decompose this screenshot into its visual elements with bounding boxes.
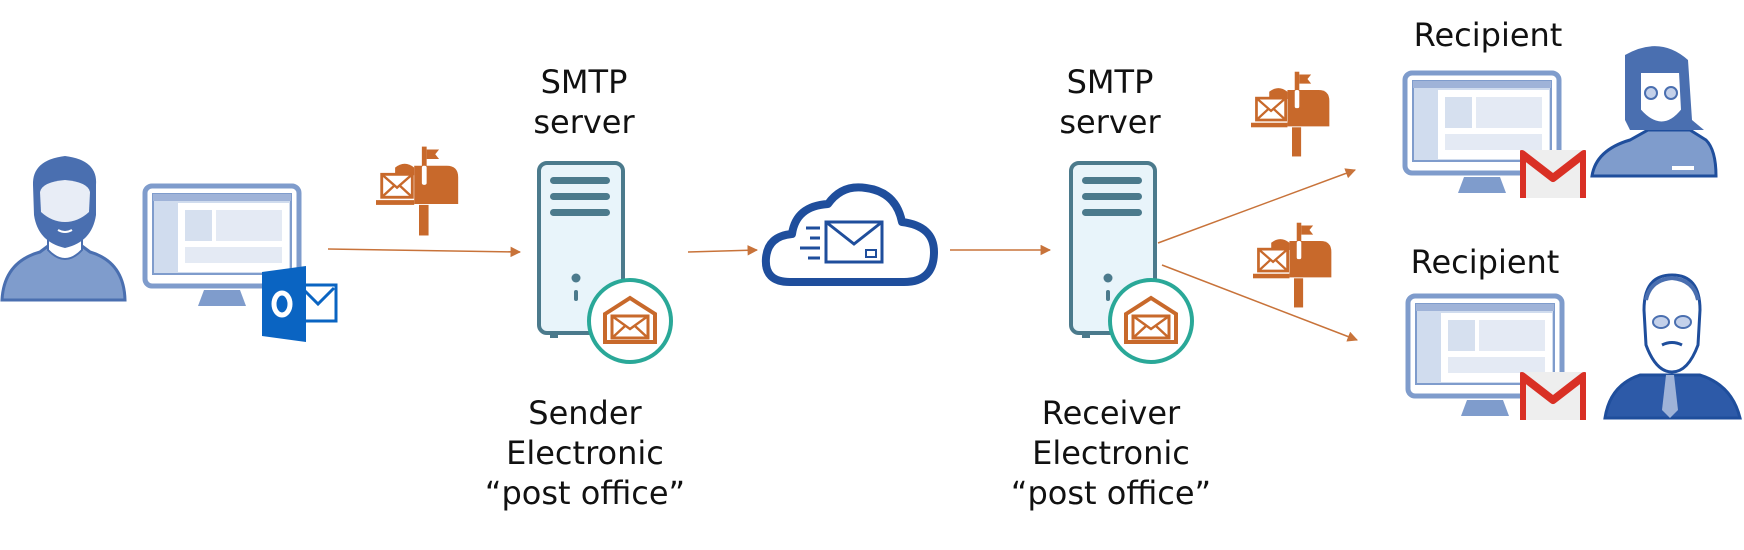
arrow-to-recipient-1 [1157, 168, 1356, 244]
label-line: SMTP [540, 63, 628, 101]
mailbox-icon [376, 146, 460, 237]
arrow-to-recipient-2 [1161, 264, 1358, 342]
label-line: Electronic [1032, 434, 1190, 472]
arrow-sender-to-smtp [327, 246, 522, 258]
label-line: Sender [528, 394, 642, 432]
mailbox-icon [1253, 222, 1333, 309]
mailbox-icon [1251, 71, 1331, 158]
sender-person-icon [0, 156, 127, 302]
receiver-smtp-label: SMTP server [1059, 62, 1160, 142]
label-line: server [533, 103, 635, 141]
label-line: Receiver [1041, 394, 1181, 432]
receiver-post-office-icon [1108, 278, 1194, 364]
sender-smtp-label: SMTP server [533, 62, 634, 142]
label-line: “post office” [1010, 474, 1212, 512]
label-line: server [1059, 103, 1161, 141]
recipient-2-label: Recipient [1410, 243, 1560, 281]
gmail-icon [1522, 372, 1584, 420]
gmail-icon [1522, 150, 1584, 198]
label-line: SMTP [1066, 63, 1154, 101]
recipient-1-woman-icon [1590, 46, 1718, 178]
outlook-icon [262, 266, 338, 342]
recipient-2-man-icon [1603, 273, 1742, 420]
sender-post-office-icon [587, 278, 673, 364]
receiver-post-office-label: Receiver Electronic “post office” [1011, 393, 1211, 513]
recipient-1-label: Recipient [1413, 16, 1563, 54]
arrow-smtp-to-cloud [687, 245, 759, 256]
label-line: Electronic [506, 434, 664, 472]
sender-post-office-label: Sender Electronic “post office” [485, 393, 685, 513]
cloud-mail-icon [761, 183, 938, 286]
label-line: “post office” [484, 474, 686, 512]
